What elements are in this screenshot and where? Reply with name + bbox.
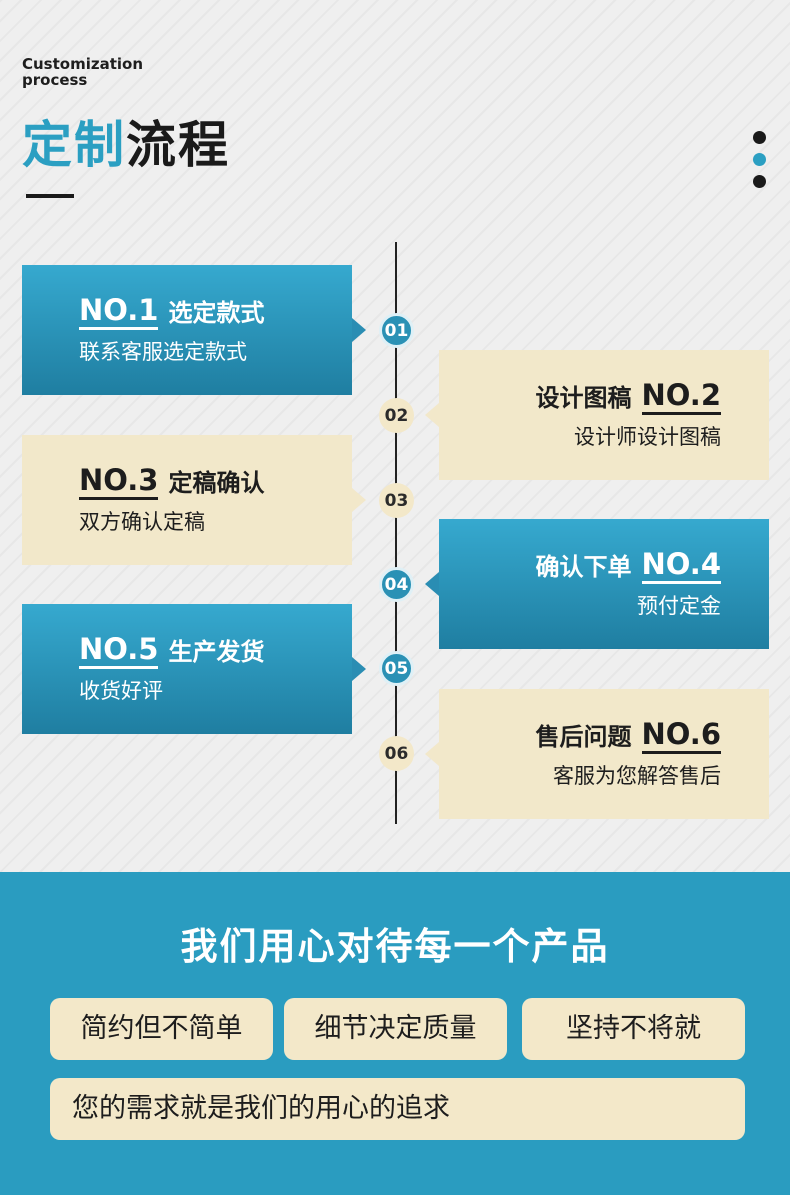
step-card-1: NO.1 选定款式 联系客服选定款式 <box>22 265 366 395</box>
card-pointer <box>352 657 366 681</box>
step-description: 设计师设计图稿 <box>574 425 721 449</box>
header-english-label: Customization process <box>22 55 144 89</box>
timeline-node-06: 06 <box>379 736 414 771</box>
step-card-6: 售后问题 NO.6 客服为您解答售后 <box>425 689 769 819</box>
step-description: 客服为您解答售后 <box>553 764 721 788</box>
step-title: 定稿确认 <box>168 469 265 497</box>
timeline-node-03: 03 <box>379 483 414 518</box>
step-description: 联系客服选定款式 <box>79 340 247 364</box>
step-title: 选定款式 <box>168 299 265 327</box>
timeline-node-02: 02 <box>379 398 414 433</box>
bottom-banner: 我们用心对待每一个产品 简约但不简单 细节决定质量 坚持不将就 您的需求就是我们… <box>0 872 790 1195</box>
timeline-node-01: 01 <box>379 313 414 348</box>
timeline-node-05: 05 <box>379 651 414 686</box>
step-title: 生产发货 <box>168 638 265 666</box>
card-pointer <box>425 742 439 766</box>
step-number: NO.2 <box>641 378 721 415</box>
page-title-accent: 定制 <box>22 116 126 174</box>
page-title: 定制流程 <box>22 112 230 178</box>
page-title-rest: 流程 <box>126 116 230 174</box>
timeline-node-04: 04 <box>379 567 414 602</box>
step-description: 双方确认定稿 <box>79 510 205 534</box>
card-pointer <box>352 318 366 342</box>
step-number: NO.6 <box>641 717 721 754</box>
slogan: 我们用心对待每一个产品 <box>180 925 610 968</box>
tag-simple: 简约但不简单 <box>50 998 273 1060</box>
step-card-4: 确认下单 NO.4 预付定金 <box>425 519 769 649</box>
dot-icon <box>753 175 766 188</box>
step-number: NO.5 <box>79 632 159 669</box>
dot-icon <box>753 131 766 144</box>
step-number: NO.4 <box>641 547 721 584</box>
step-title: 确认下单 <box>535 553 632 581</box>
card-pointer <box>352 488 366 512</box>
step-title: 售后问题 <box>535 723 632 751</box>
timeline-line <box>395 242 397 824</box>
card-pointer <box>425 403 439 427</box>
step-card-3: NO.3 定稿确认 双方确认定稿 <box>22 435 366 565</box>
step-number: NO.3 <box>79 463 159 500</box>
step-number: NO.1 <box>79 293 159 330</box>
step-title: 设计图稿 <box>535 384 632 412</box>
more-dots-icon <box>753 131 767 197</box>
card-pointer <box>425 572 439 596</box>
step-card-2: 设计图稿 NO.2 设计师设计图稿 <box>425 350 769 480</box>
tag-persist: 坚持不将就 <box>522 998 745 1060</box>
step-description: 预付定金 <box>637 594 721 618</box>
title-underline <box>26 194 74 198</box>
step-card-5: NO.5 生产发货 收货好评 <box>22 604 366 734</box>
tag-pursuit: 您的需求就是我们的用心的追求 <box>50 1078 745 1140</box>
tag-detail: 细节决定质量 <box>284 998 507 1060</box>
dot-icon <box>753 153 766 166</box>
step-description: 收货好评 <box>79 679 163 703</box>
